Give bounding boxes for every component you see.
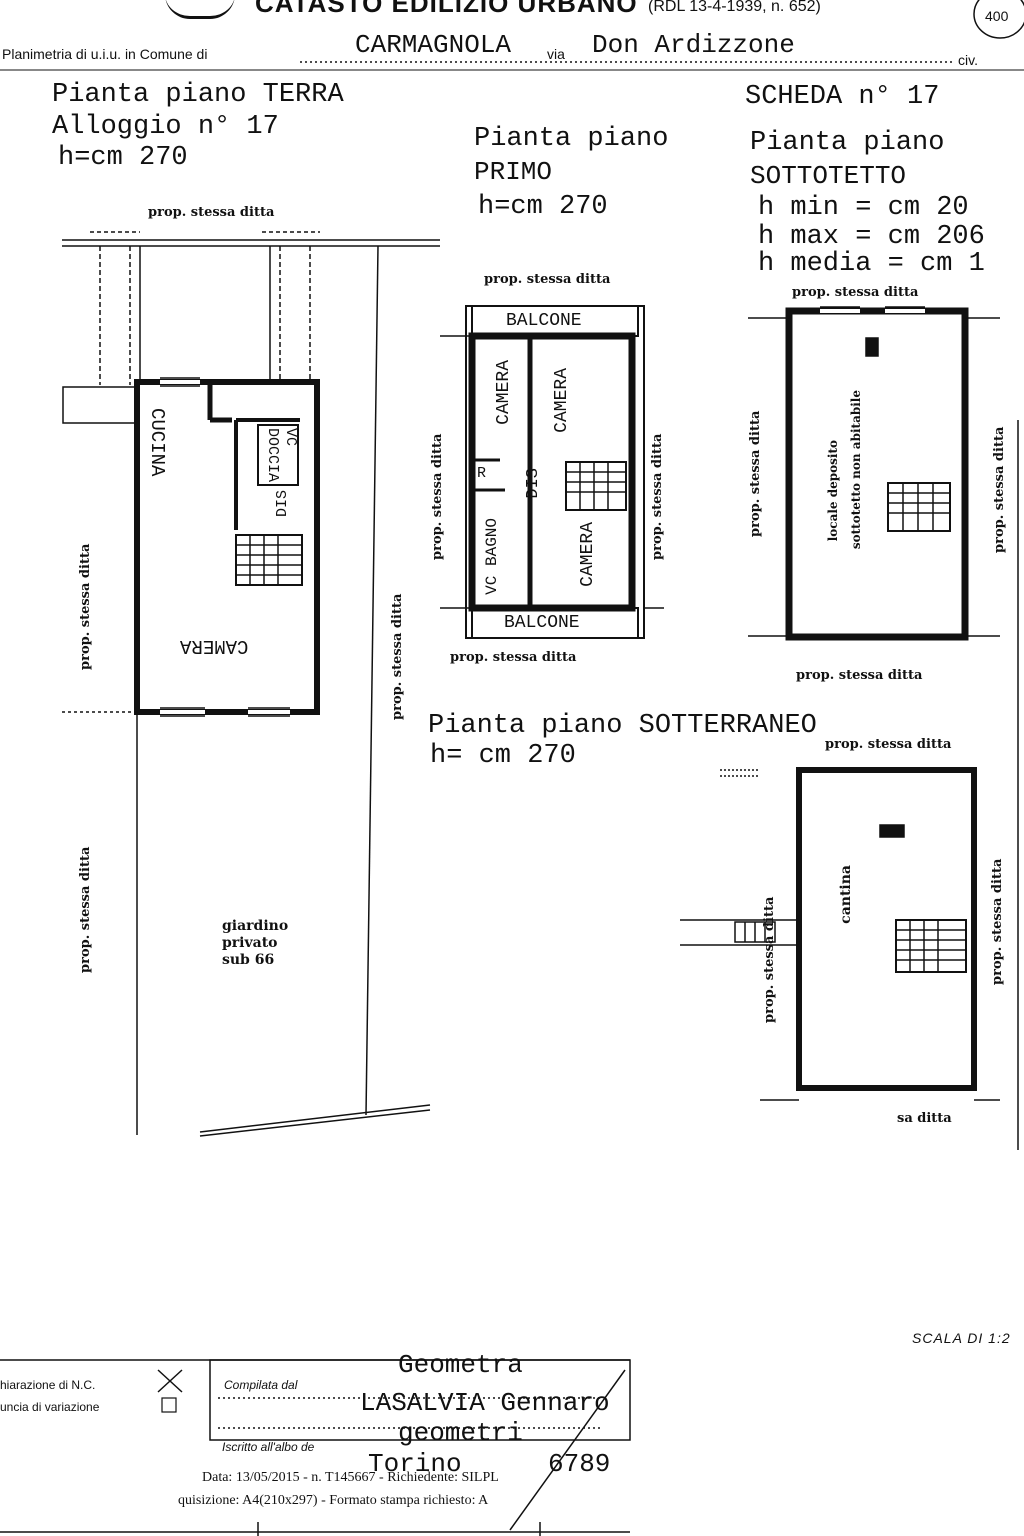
garden-label: giardino privato sub 66 [222, 918, 288, 969]
primo-neighbor-right: prop. stessa ditta [650, 433, 665, 560]
law-reference: (RDL 13-4-1939, n. 652) [648, 0, 821, 15]
room-r: R [477, 465, 487, 482]
sotterraneo-neighbor-left: prop. stessa ditta [762, 896, 777, 1023]
room-balcone-top: BALCONE [506, 311, 582, 331]
sottotetto-neighbor-right: prop. stessa ditta [992, 426, 1007, 553]
sottotetto-room-line-1: locale deposito [826, 440, 840, 542]
scale-label: SCALA DI 1:2 [912, 1330, 1011, 1346]
sotterraneo-neighbor-bottom: sa ditta [897, 1111, 952, 1126]
terra-neighbor-top: prop. stessa ditta [148, 205, 275, 220]
terra-neighbor-left: prop. stessa ditta [78, 543, 93, 670]
room-vc-bagno: VC BAGNO [483, 518, 501, 595]
sottotetto-title-2: SOTTOTETTO [750, 161, 907, 191]
sotterraneo-neighbor-top: prop. stessa ditta [825, 737, 952, 752]
footer-dichiarazione: hiarazione di N.C. [0, 1378, 96, 1392]
sottotetto-title: Pianta piano [750, 128, 945, 158]
footer-geometra: Geometra [398, 1350, 523, 1380]
room-balcone-bottom: BALCONE [504, 613, 580, 633]
room-camera-terra: CAMERA [180, 635, 249, 657]
stamp-value: 400 [985, 8, 1009, 24]
sottotetto-neighbor-bottom: prop. stessa ditta [796, 668, 923, 683]
room-camera-primo-1: CAMERA [494, 360, 514, 425]
footer-albo: geometri [398, 1418, 523, 1448]
sottotetto-h-media: h media = cm 1 [758, 249, 985, 279]
primo-neighbor-top: prop. stessa ditta [484, 272, 611, 287]
sottotetto-neighbor-top: prop. stessa ditta [792, 285, 919, 300]
sottotetto-room-line-2: sottotetto non abitabile [849, 390, 863, 550]
room-vc-terra: VC [282, 428, 299, 447]
document-title: CATASTO EDILIZIO URBANO [255, 0, 638, 18]
footer-numero: 6789 [548, 1449, 611, 1479]
garden-line-2: privato [222, 935, 278, 951]
sottotetto-neighbor-left: prop. stessa ditta [748, 410, 763, 537]
terra-title: Pianta piano TERRA [52, 80, 344, 110]
terra-neighbor-lower-left: prop. stessa ditta [78, 846, 93, 973]
garden-line-1: giardino [222, 918, 289, 934]
sotterraneo-neighbor-right: prop. stessa ditta [990, 858, 1005, 985]
header: CATASTO EDILIZIO URBANO (RDL 13-4-1939, … [0, 0, 1024, 72]
garden-line-3: sub 66 [222, 952, 275, 968]
primo-height: h=cm 270 [478, 192, 608, 222]
primo-neighbor-left: prop. stessa ditta [430, 433, 445, 560]
emblem-icon [165, 0, 235, 19]
planimetria-label: Planimetria di u.i.u. in Comune di [2, 46, 208, 62]
comune-value: CARMAGNOLA [355, 30, 512, 60]
room-cantina: cantina [838, 865, 854, 924]
terra-height: h=cm 270 [58, 143, 188, 173]
primo-neighbor-bottom: prop. stessa ditta [450, 650, 577, 665]
primo-title: Pianta piano [474, 124, 669, 154]
room-camera-primo-2: CAMERA [552, 368, 572, 433]
sottotetto-h-min: h min = cm 20 [758, 193, 969, 223]
primo-title-2: PRIMO [474, 157, 553, 187]
footer-citta: Torino [368, 1449, 462, 1479]
room-dis-primo: DIS [524, 468, 543, 499]
sotterraneo-height: h= cm 270 [430, 741, 576, 771]
room-camera-primo-3: CAMERA [578, 522, 598, 587]
footer-data-line: Data: 13/05/2015 - n. T145667 - Richiede… [202, 1470, 499, 1485]
scheda-number: SCHEDA n° 17 [745, 82, 940, 112]
via-label: via [547, 46, 565, 62]
civ-label: civ. [958, 52, 978, 68]
terra-neighbor-right: prop. stessa ditta [390, 593, 405, 720]
footer-name: LASALVIA Gennaro [360, 1388, 610, 1418]
sottotetto-h-max: h max = cm 206 [758, 222, 985, 252]
via-value: Don Ardizzone [592, 30, 795, 60]
room-doccia: DOCCIA [264, 428, 281, 483]
footer-denuncia: uncia di variazione [0, 1400, 100, 1414]
room-dis-terra: DIS [274, 490, 291, 518]
footer-formato-line: quisizione: A4(210x297) - Formato stampa… [178, 1493, 489, 1508]
sotterraneo-title: Pianta piano SOTTERRANEO [428, 711, 817, 741]
room-cucina: CUCINA [146, 408, 168, 477]
terra-alloggio: Alloggio n° 17 [52, 112, 279, 142]
footer-compilata-label: Compilata dal [224, 1378, 298, 1392]
footer-iscritto-label: Iscritto all'albo de [222, 1440, 315, 1454]
